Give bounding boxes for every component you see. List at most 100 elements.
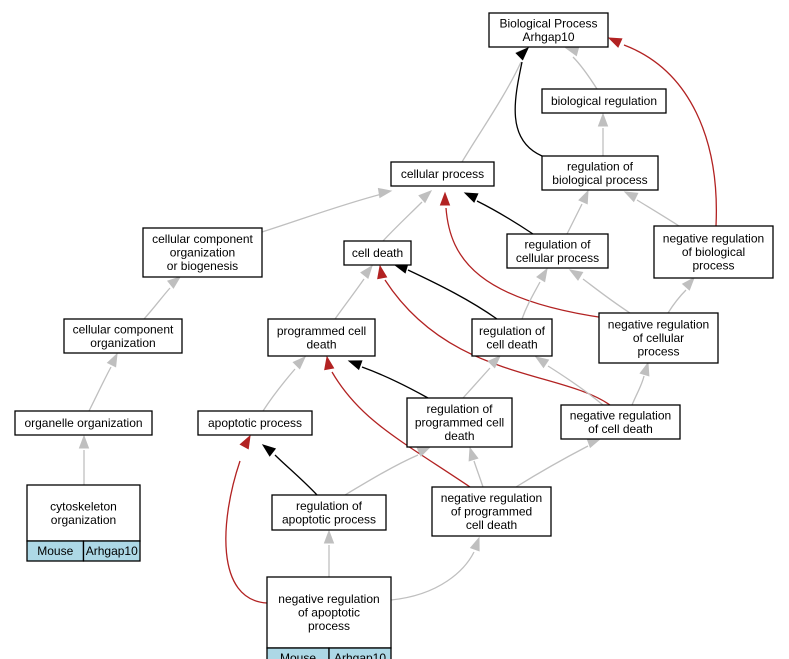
- node-box: [142, 227, 263, 278]
- node-box: [431, 486, 552, 537]
- node-label: or biogenesis: [167, 259, 238, 273]
- node-box: [541, 155, 659, 191]
- node-label: apoptotic process: [208, 416, 302, 430]
- node-label: programmed cell: [415, 416, 504, 430]
- edge-regulates: [347, 360, 429, 399]
- arrowhead-icon: [469, 536, 480, 552]
- node-label: organelle organization: [24, 416, 142, 430]
- node-label: negative regulation: [608, 318, 709, 332]
- node-label: Biological Process: [499, 16, 597, 30]
- edge-line: [667, 289, 687, 314]
- edge-regulates: [261, 444, 318, 496]
- node-label: cellular process: [516, 251, 599, 265]
- edge-is-a: [334, 264, 373, 320]
- edge-line: [514, 61, 543, 157]
- arrowhead-icon: [534, 356, 550, 369]
- edge-line: [515, 445, 589, 488]
- arrowhead-icon: [487, 354, 502, 369]
- tag-label: Mouse: [37, 544, 73, 558]
- node-label: cell death: [352, 246, 403, 260]
- edge-line: [382, 201, 423, 242]
- edge-is-a: [262, 355, 307, 412]
- edge-line: [261, 193, 383, 233]
- node-cellproc[interactable]: cellular process: [390, 161, 495, 187]
- node-label: process: [308, 619, 350, 633]
- edge-line: [631, 375, 645, 406]
- edge-is-a: [521, 267, 548, 320]
- edge-is-a: [564, 46, 598, 90]
- tag-label: Arhgap10: [86, 544, 138, 558]
- edge-line: [521, 281, 541, 320]
- arrowhead-icon: [418, 190, 433, 204]
- edge-regulates: [514, 46, 543, 157]
- edge-line: [143, 287, 171, 320]
- edge-is-a: [261, 187, 393, 233]
- edges-layer: [78, 37, 718, 604]
- node-label: organization: [90, 336, 155, 350]
- edge-is-a: [390, 536, 480, 601]
- edge-line: [566, 203, 583, 235]
- arrowhead-icon: [536, 267, 548, 283]
- edge-line: [334, 278, 365, 320]
- edge-is-a: [143, 276, 182, 320]
- node-label: negative regulation: [278, 592, 379, 606]
- node-apop[interactable]: apoptotic process: [197, 410, 313, 436]
- arrowhead-icon: [347, 360, 363, 371]
- arrowhead-icon: [597, 112, 609, 127]
- arrowhead-icon: [568, 269, 584, 281]
- arrowhead-icon: [261, 444, 277, 457]
- node-label: organization: [170, 246, 235, 260]
- arrowhead-icon: [681, 276, 695, 291]
- edge-is-a: [462, 354, 502, 399]
- edge-is-a: [568, 269, 631, 314]
- node-label: of cell death: [588, 422, 653, 436]
- node-label: regulation of: [567, 159, 634, 173]
- node-box: [197, 410, 313, 436]
- edge-line: [462, 367, 491, 399]
- edge-line: [390, 551, 475, 601]
- edge-line: [445, 207, 606, 319]
- node-celldeath[interactable]: cell death: [343, 240, 412, 266]
- node-label: cytoskeleton: [50, 499, 117, 513]
- edge-is-a: [468, 446, 484, 488]
- node-orgorg[interactable]: organelle organization: [14, 410, 153, 436]
- node-box: [598, 312, 719, 364]
- node-box: [541, 88, 667, 114]
- edge-negatively-regulates: [607, 37, 718, 227]
- edge-is-a: [597, 112, 609, 156]
- edge-line: [225, 460, 268, 604]
- tag-cell: [82, 540, 141, 562]
- edge-line: [361, 366, 429, 399]
- arrowhead-icon: [607, 37, 623, 48]
- edge-line: [262, 368, 296, 412]
- node-box: [406, 397, 513, 448]
- edge-is-a: [631, 361, 650, 406]
- arrowhead-icon: [324, 355, 335, 371]
- edge-line: [331, 371, 471, 488]
- edge-line: [407, 269, 498, 320]
- node-label: process: [637, 345, 679, 359]
- arrowhead-icon: [639, 361, 650, 377]
- node-label: negative regulation: [441, 491, 542, 505]
- node-label: of biological: [682, 245, 745, 259]
- tag-label: Arhgap10: [334, 651, 386, 659]
- edge-is-a: [323, 529, 335, 577]
- node-bioreg[interactable]: biological regulation: [541, 88, 667, 114]
